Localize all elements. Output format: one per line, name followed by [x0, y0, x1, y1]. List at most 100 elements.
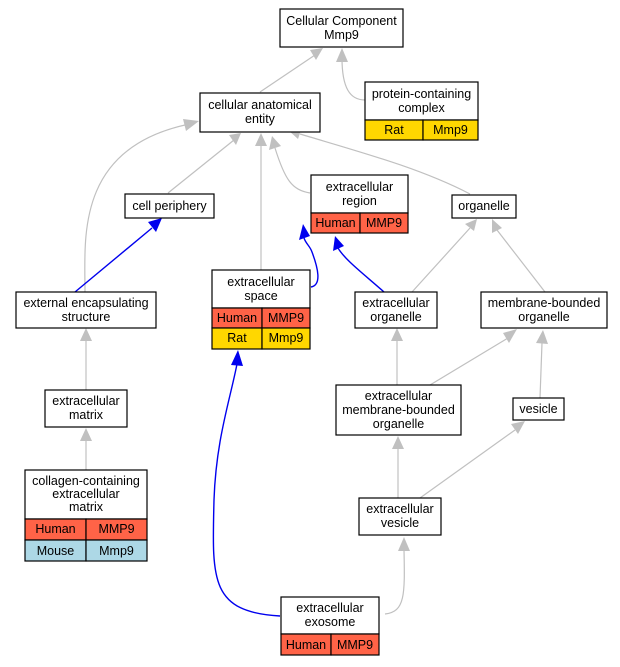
edge-arrow: [536, 330, 548, 344]
node-label-line: membrane-bounded: [342, 403, 455, 417]
gene-label: Mmp9: [99, 544, 134, 558]
gene-label: MMP9: [337, 638, 373, 652]
node-label-line: extracellular: [227, 275, 294, 289]
node-extracellular-region[interactable]: extracellular region Human MMP9: [310, 174, 409, 234]
node-label-line: structure: [62, 310, 111, 324]
edge-anatomical-entity-to-root: [259, 54, 316, 93]
species-label: Human: [217, 311, 257, 325]
edge-arrow: [299, 224, 310, 240]
node-label-line: organelle: [458, 199, 509, 213]
node-label-line: region: [342, 194, 377, 208]
edge-arrow: [492, 219, 502, 233]
node-label-line: cellular anatomical: [208, 98, 312, 112]
edge-arrow: [183, 119, 199, 131]
edge-arrow: [310, 48, 323, 60]
edge-membrane-bounded-to-organelle: [496, 229, 546, 293]
node-external-encapsulating[interactable]: external encapsulating structure: [15, 291, 157, 329]
species-label: Rat: [227, 331, 247, 345]
gene-cell-rat: [422, 119, 479, 141]
edge-vesicle-to-membrane-bounded: [539, 342, 543, 399]
node-label-line: extracellular: [52, 394, 119, 408]
node-extracellular-exosome[interactable]: extracellular exosome Human MMP9: [280, 596, 380, 656]
edge-arrow: [229, 133, 241, 145]
node-protein-complex[interactable]: protein-containing complex Rat Mmp9: [364, 81, 479, 141]
edge-arrow: [511, 421, 525, 434]
node-label-line: vesicle: [381, 516, 419, 530]
edge-arrow: [333, 236, 344, 251]
node-label-line: extracellular: [296, 601, 363, 615]
node-vesicle[interactable]: vesicle: [512, 397, 565, 421]
edge-ec-membrane-bounded-to-membrane-bounded: [429, 337, 509, 386]
species-label: Human: [315, 216, 355, 230]
node-collagen-matrix[interactable]: collagen-containing extracellular matrix…: [24, 469, 148, 562]
species-label: Mouse: [37, 544, 75, 558]
node-label-line: cell periphery: [132, 199, 207, 213]
edge-arrow: [148, 218, 162, 232]
edge-external-encapsulating-to-cell-periphery: [74, 227, 153, 293]
node-anatomical-entity[interactable]: cellular anatomical entity: [199, 92, 321, 133]
species-label: Human: [286, 638, 326, 652]
node-label-line: complex: [398, 101, 445, 115]
node-label-line: external encapsulating: [23, 296, 148, 310]
gene-cell-rat: [261, 327, 311, 350]
edge-extracellular-region-to-anatomical-entity: [274, 147, 311, 194]
edge-arrow: [398, 537, 410, 551]
node-extracellular-organelle[interactable]: extracellular organelle: [354, 291, 438, 329]
edge-extracellular-organelle-to-extracellular-region: [337, 247, 385, 293]
edge-exosome-to-extracellular-vesicle: [384, 549, 405, 615]
gene-cell-human: [330, 633, 380, 656]
edge-protein-complex-to-root: [341, 57, 366, 101]
edge-arrow: [336, 48, 348, 62]
gene-cell-human: [359, 212, 409, 234]
species-label: Human: [35, 522, 75, 536]
node-label-line: collagen-containing: [32, 474, 140, 488]
node-label-line: Cellular Component: [286, 14, 397, 28]
node-label-line: Mmp9: [324, 28, 359, 42]
edge-arrow: [255, 133, 267, 146]
node-membrane-bounded-organelle[interactable]: membrane-bounded organelle: [480, 291, 608, 329]
node-ec-membrane-bounded-organelle[interactable]: extracellular membrane-bounded organelle: [335, 384, 462, 436]
gene-label: MMP9: [98, 522, 134, 536]
edge-arrow: [392, 436, 404, 449]
node-root[interactable]: Cellular Component Mmp9: [279, 8, 404, 48]
edge-extracellular-vesicle-to-vesicle: [419, 429, 516, 499]
node-label-line: matrix: [69, 500, 104, 514]
gene-label: MMP9: [366, 216, 402, 230]
node-label-line: membrane-bounded: [488, 296, 601, 310]
node-extracellular-space[interactable]: extracellular space Human MMP9 Rat Mmp9: [211, 269, 311, 350]
edge-extracellular-space-to-extracellular-region: [303, 237, 319, 288]
node-label-line: exosome: [305, 615, 356, 629]
gene-label: Mmp9: [433, 123, 468, 137]
node-label-line: organelle: [518, 310, 569, 324]
node-cell-periphery[interactable]: cell periphery: [124, 193, 215, 219]
species-label: Rat: [384, 123, 404, 137]
node-label-line: extracellular: [366, 502, 433, 516]
edge-arrow: [80, 428, 92, 441]
gene-cell-mouse: [85, 539, 148, 562]
edge-extracellular-organelle-to-organelle: [411, 227, 471, 293]
node-label-line: extracellular: [326, 180, 393, 194]
gene-label: MMP9: [268, 311, 304, 325]
edge-cell-periphery-to-anatomical-entity: [167, 139, 235, 194]
node-label-line: matrix: [69, 408, 104, 422]
node-label-line: extracellular: [362, 296, 429, 310]
edges: [74, 48, 548, 617]
nodes: Cellular Component Mmp9 protein-containi…: [15, 8, 608, 656]
node-extracellular-vesicle[interactable]: extracellular vesicle: [358, 497, 442, 536]
edge-organelle-to-anatomical-entity: [299, 133, 471, 195]
edge-arrow: [269, 136, 281, 150]
node-organelle[interactable]: organelle: [451, 194, 517, 219]
edge-arrow: [231, 350, 243, 366]
edge-arrow: [80, 328, 92, 341]
node-label-line: space: [244, 289, 277, 303]
node-label-line: organelle: [373, 417, 424, 431]
edge-arrow: [391, 328, 403, 341]
node-label-line: entity: [245, 112, 276, 126]
edge-exosome-to-extracellular-space: [212, 363, 281, 617]
node-label-line: protein-containing: [372, 87, 471, 101]
node-label-line: organelle: [370, 310, 421, 324]
edge-arrow: [465, 219, 477, 231]
edge-external-encapsulating-to-anatomical-entity: [84, 124, 186, 293]
node-extracellular-matrix[interactable]: extracellular matrix: [44, 389, 128, 428]
node-label-line: vesicle: [519, 402, 557, 416]
